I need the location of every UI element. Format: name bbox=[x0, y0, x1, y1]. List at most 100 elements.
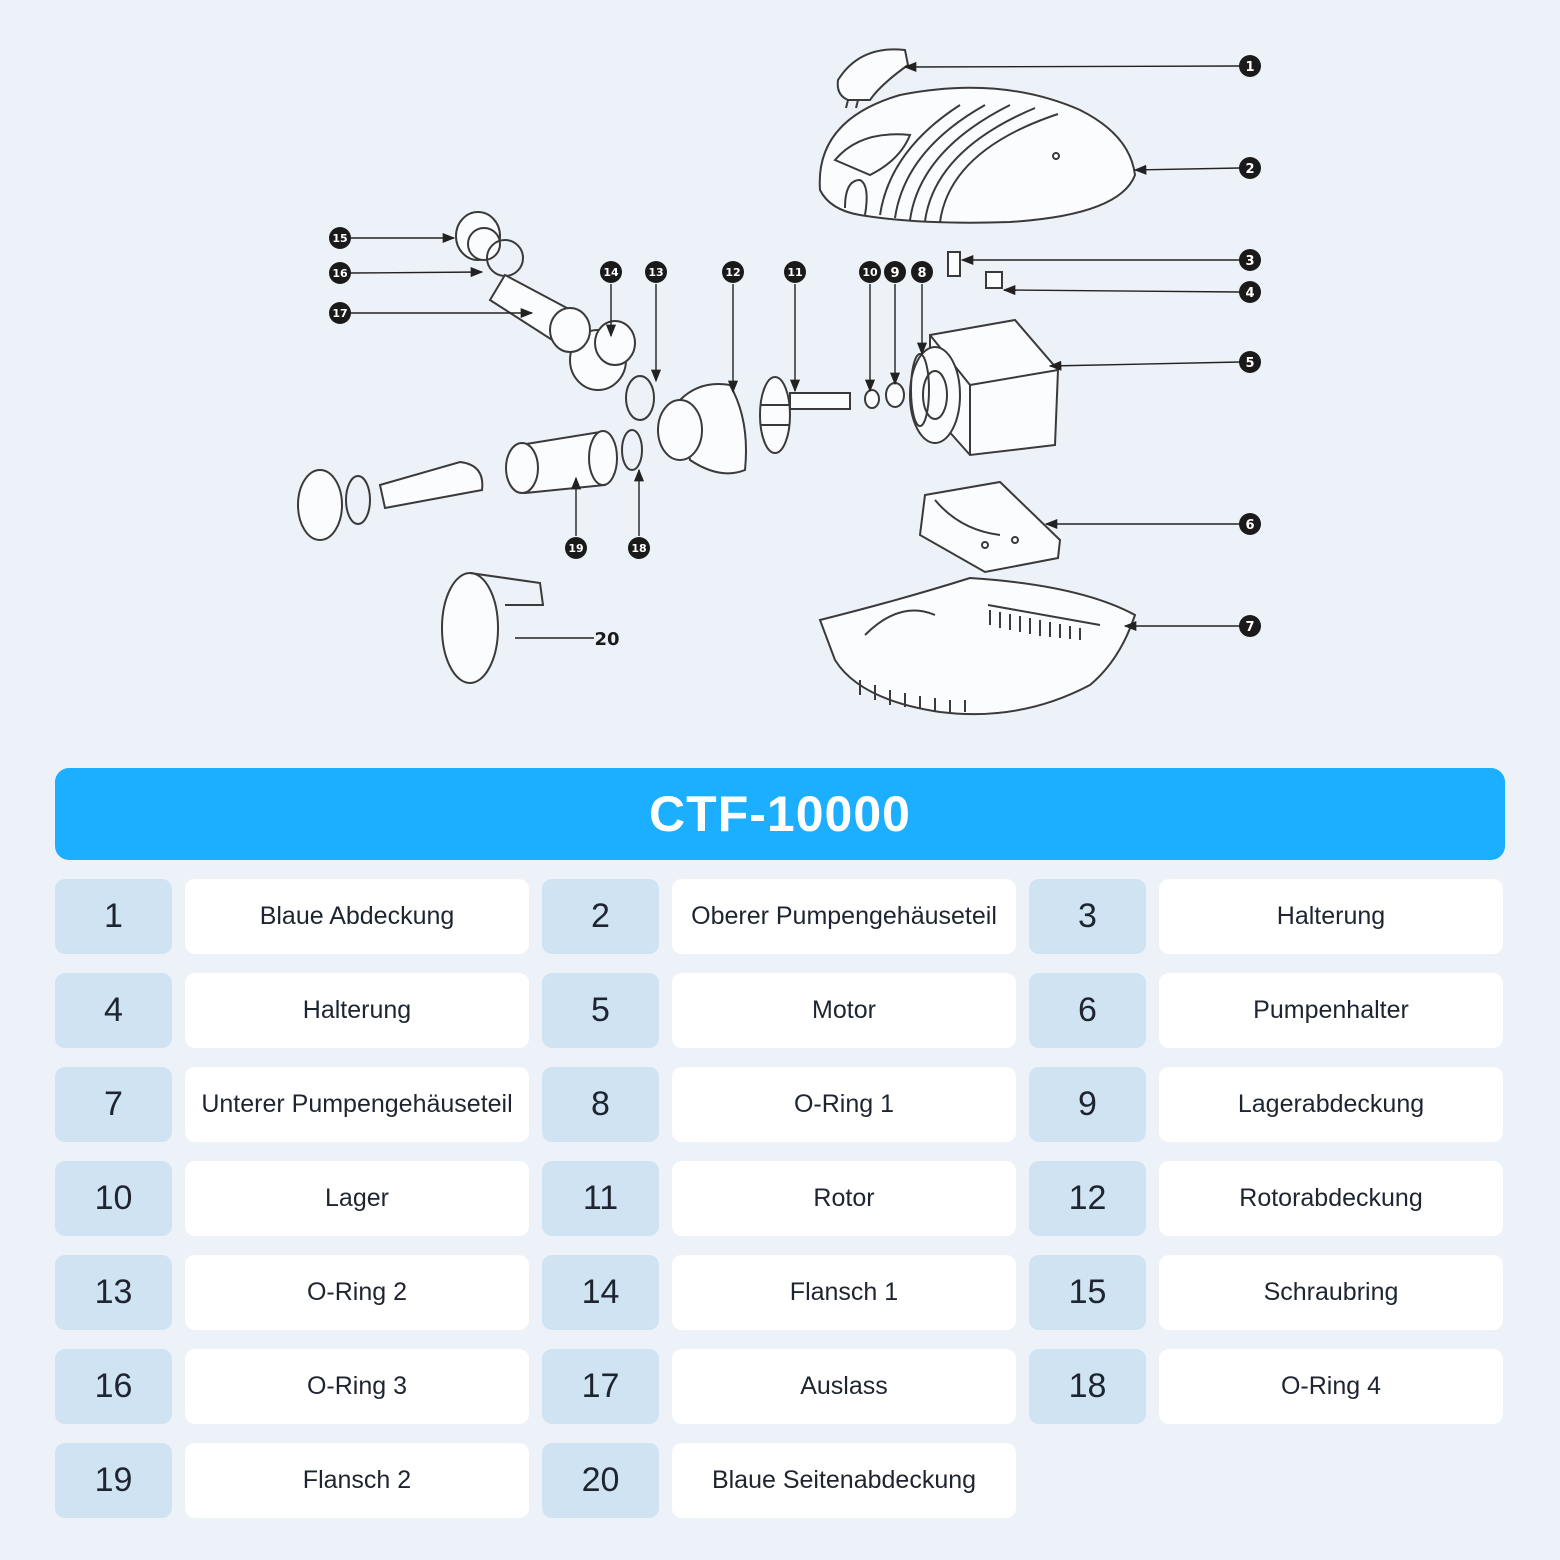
part-number: 1 bbox=[55, 879, 172, 954]
part-number: 8 bbox=[542, 1067, 659, 1142]
svg-text:16: 16 bbox=[332, 267, 348, 280]
part-name: Motor bbox=[672, 973, 1016, 1048]
callout-16: 16 bbox=[329, 262, 351, 284]
callout-5: 5 bbox=[1239, 351, 1261, 373]
part-12-rotor-cover bbox=[657, 383, 747, 475]
part-15-screw-ring bbox=[455, 211, 501, 261]
svg-text:2: 2 bbox=[1245, 162, 1254, 177]
part-name: Rotor bbox=[672, 1161, 1016, 1236]
part-5-motor bbox=[909, 318, 1060, 457]
part-name: Oberer Pumpengehäuseteil bbox=[672, 879, 1016, 954]
part-number: 20 bbox=[542, 1443, 659, 1518]
part-number: 5 bbox=[542, 973, 659, 1048]
inlet-connector bbox=[297, 460, 484, 541]
part-17-outlet bbox=[488, 273, 591, 353]
callout-20: 20 bbox=[594, 629, 619, 650]
part-1-blue-cover bbox=[836, 48, 910, 109]
part-10-bearing bbox=[864, 389, 880, 409]
part-19-flange bbox=[505, 430, 618, 495]
part-4-bracket bbox=[985, 271, 1003, 289]
part-name: Flansch 1 bbox=[672, 1255, 1016, 1330]
part-3-bracket bbox=[947, 251, 961, 277]
model-title: CTF-10000 bbox=[649, 786, 911, 842]
part-name: Auslass bbox=[672, 1349, 1016, 1424]
callout-4: 4 bbox=[1239, 281, 1261, 303]
callout-15: 15 bbox=[329, 227, 351, 249]
callout-2: 2 bbox=[1239, 157, 1261, 179]
part-number: 17 bbox=[542, 1349, 659, 1424]
part-7-lower-housing bbox=[818, 576, 1137, 716]
svg-text:14: 14 bbox=[603, 266, 619, 279]
part-name: Schraubring bbox=[1159, 1255, 1503, 1330]
part-13-o-ring bbox=[625, 375, 655, 421]
svg-text:6: 6 bbox=[1245, 518, 1254, 533]
part-9-bearing-cover bbox=[885, 382, 905, 408]
svg-text:3: 3 bbox=[1245, 254, 1254, 269]
part-name: O-Ring 2 bbox=[185, 1255, 529, 1330]
callout-13: 13 bbox=[645, 261, 667, 283]
svg-text:11: 11 bbox=[787, 266, 802, 279]
part-name: Flansch 2 bbox=[185, 1443, 529, 1518]
part-name: O-Ring 1 bbox=[672, 1067, 1016, 1142]
callout-14: 14 bbox=[600, 261, 622, 283]
part-number: 2 bbox=[542, 879, 659, 954]
model-title-banner: CTF-10000 bbox=[55, 768, 1505, 860]
part-6-pump-holder bbox=[918, 480, 1062, 574]
part-name: Unterer Pumpengehäuseteil bbox=[185, 1067, 529, 1142]
callout-8: 8 bbox=[911, 261, 933, 283]
part-number: 9 bbox=[1029, 1067, 1146, 1142]
svg-text:9: 9 bbox=[890, 266, 899, 281]
part-name: Lagerabdeckung bbox=[1159, 1067, 1503, 1142]
part-number: 6 bbox=[1029, 973, 1146, 1048]
svg-text:7: 7 bbox=[1245, 620, 1254, 635]
part-number: 18 bbox=[1029, 1349, 1146, 1424]
part-name: Halterung bbox=[1159, 879, 1503, 954]
part-18-o-ring bbox=[621, 429, 643, 471]
part-20-side-cover bbox=[441, 572, 545, 684]
part-number: 15 bbox=[1029, 1255, 1146, 1330]
svg-text:5: 5 bbox=[1245, 356, 1254, 371]
part-name: O-Ring 4 bbox=[1159, 1349, 1503, 1424]
svg-text:4: 4 bbox=[1245, 286, 1254, 301]
callout-9: 9 bbox=[884, 261, 906, 283]
callout-7: 7 bbox=[1239, 615, 1261, 637]
part-number: 14 bbox=[542, 1255, 659, 1330]
svg-text:19: 19 bbox=[568, 542, 583, 555]
part-name: Rotorabdeckung bbox=[1159, 1161, 1503, 1236]
part-number: 11 bbox=[542, 1161, 659, 1236]
svg-text:1: 1 bbox=[1245, 60, 1254, 75]
part-name: Pumpenhalter bbox=[1159, 973, 1503, 1048]
exploded-view-diagram: 1 2 3 4 5 6 7 8 9 10 11 12 13 14 15 16 1… bbox=[297, 48, 1261, 716]
svg-text:8: 8 bbox=[917, 266, 926, 281]
part-name: Blaue Abdeckung bbox=[185, 879, 529, 954]
part-name: Lager bbox=[185, 1161, 529, 1236]
part-2-upper-housing bbox=[818, 86, 1137, 224]
callout-11: 11 bbox=[784, 261, 806, 283]
svg-text:10: 10 bbox=[862, 266, 878, 279]
part-number: 12 bbox=[1029, 1161, 1146, 1236]
callout-10: 10 bbox=[859, 261, 881, 283]
part-number: 19 bbox=[55, 1443, 172, 1518]
callout-6: 6 bbox=[1239, 513, 1261, 535]
callout-19: 19 bbox=[565, 537, 587, 559]
callout-12: 12 bbox=[722, 261, 744, 283]
part-number: 4 bbox=[55, 973, 172, 1048]
part-name: O-Ring 3 bbox=[185, 1349, 529, 1424]
callout-1: 1 bbox=[1239, 55, 1261, 77]
part-number: 7 bbox=[55, 1067, 172, 1142]
part-number: 16 bbox=[55, 1349, 172, 1424]
callout-17: 17 bbox=[329, 302, 351, 324]
svg-text:13: 13 bbox=[648, 266, 663, 279]
part-number: 10 bbox=[55, 1161, 172, 1236]
svg-text:17: 17 bbox=[332, 307, 347, 320]
svg-text:18: 18 bbox=[631, 542, 646, 555]
svg-text:20: 20 bbox=[594, 629, 619, 650]
callout-18: 18 bbox=[628, 537, 650, 559]
part-number: 13 bbox=[55, 1255, 172, 1330]
